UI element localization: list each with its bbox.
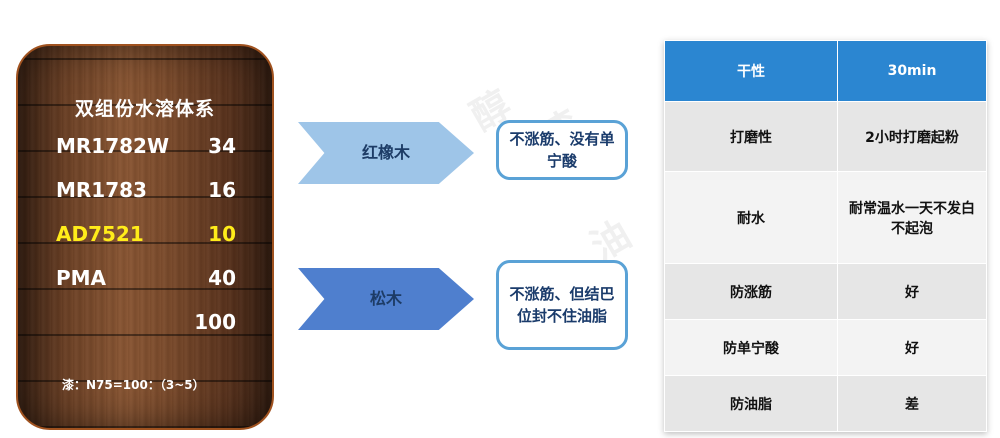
table-row: 打磨性 2小时打磨起粉 (664, 101, 987, 172)
table-row: 防油脂 差 (664, 375, 987, 432)
component-name: MR1782W (56, 134, 170, 158)
wood-label: 红橡木 (361, 143, 410, 162)
component-name: MR1783 (56, 178, 147, 202)
formula-row: MR1783 16 (56, 178, 236, 208)
component-value: 34 (208, 134, 236, 158)
formula-total: 100 (194, 310, 236, 334)
table-header: 干性 (664, 40, 838, 102)
formula-title: 双组份水溶体系 (74, 98, 215, 120)
property-value: 好 (837, 319, 987, 376)
component-value: 10 (208, 222, 236, 246)
formula-row: MR1782W 34 (56, 134, 236, 164)
result-text: 不涨筋、但结巴位封不住油脂 (509, 285, 615, 325)
formula-row-highlight: AD7521 10 (56, 222, 236, 252)
property-value: 差 (837, 375, 987, 432)
wood-label: 松木 (369, 289, 402, 308)
component-value: 40 (208, 266, 236, 290)
result-box: 不涨筋、但结巴位封不住油脂 (496, 260, 628, 350)
ratio-note: 漆：N75=100：（3~5） (62, 378, 205, 392)
formula-row: PMA 40 (56, 266, 236, 296)
properties-table: 干性 30min 打磨性 2小时打磨起粉 耐水 耐常温水一天不发白不起泡 防涨筋… (664, 40, 987, 432)
result-text: 不涨筋、没有单宁酸 (509, 130, 615, 170)
property-value: 2小时打磨起粉 (837, 101, 987, 172)
property-name: 防油脂 (664, 375, 838, 432)
component-name: PMA (56, 266, 107, 290)
component-value: 16 (208, 178, 236, 202)
table-row: 耐水 耐常温水一天不发白不起泡 (664, 171, 987, 264)
table-header-row: 干性 30min (664, 40, 987, 102)
table-row: 防涨筋 好 (664, 263, 987, 320)
table-header: 30min (837, 40, 987, 102)
flow-arrow-light (298, 122, 474, 184)
component-name: AD7521 (56, 222, 144, 246)
property-name: 防单宁酸 (664, 319, 838, 376)
property-name: 打磨性 (664, 101, 838, 172)
formula-total-row: 100 (56, 310, 236, 340)
flow-arrow-dark (298, 268, 474, 330)
property-name: 耐水 (664, 171, 838, 264)
result-box: 不涨筋、没有单宁酸 (496, 120, 628, 180)
property-name: 防涨筋 (664, 263, 838, 320)
property-value: 好 (837, 263, 987, 320)
table-row: 防单宁酸 好 (664, 319, 987, 376)
property-value: 耐常温水一天不发白不起泡 (837, 171, 987, 264)
formula-panel: 双组份水溶体系 MR1782W 34 MR1783 16 AD7521 10 P… (16, 44, 274, 430)
